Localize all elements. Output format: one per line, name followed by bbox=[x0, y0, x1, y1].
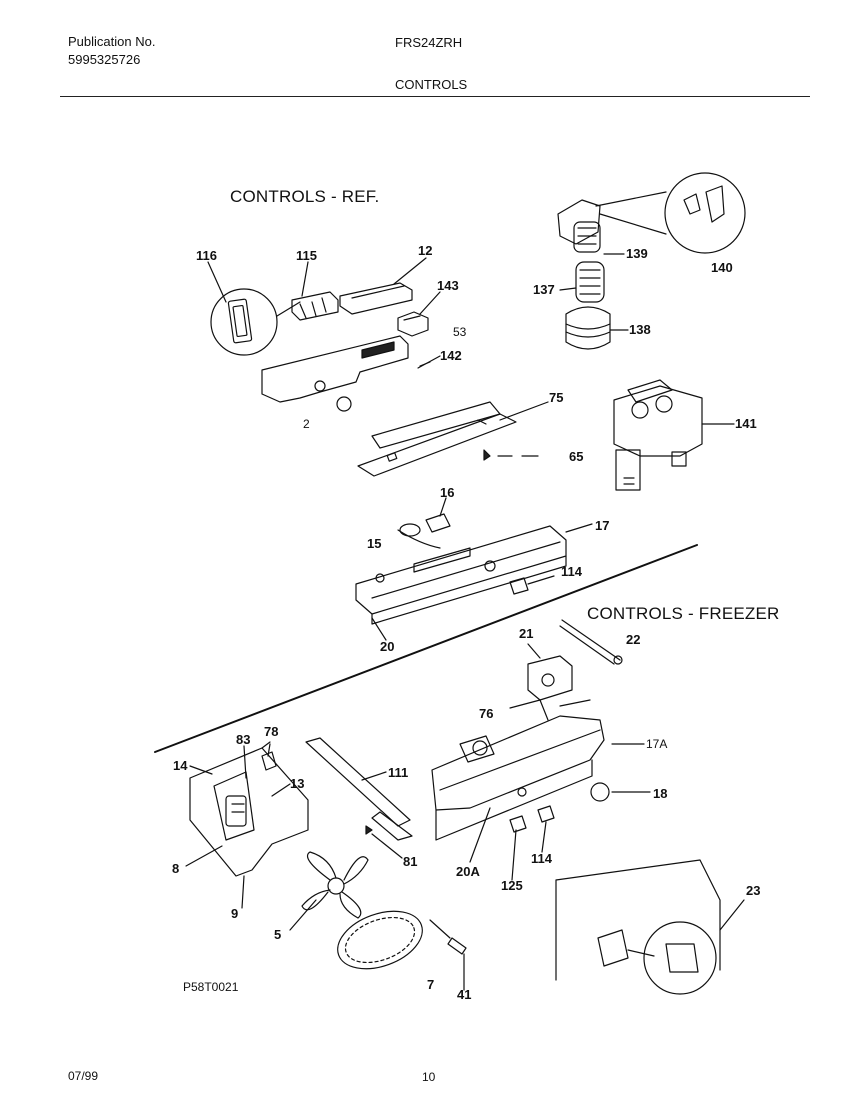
publication-label: Publication No. bbox=[68, 34, 156, 49]
callout-8: 8 bbox=[172, 861, 180, 876]
controls-ref-title: CONTROLS - REF. bbox=[230, 187, 380, 206]
drawing-code: P58T0021 bbox=[183, 980, 239, 994]
callout-141: 141 bbox=[735, 416, 757, 431]
part-12-cover bbox=[340, 283, 412, 314]
callout-125: 125 bbox=[501, 878, 523, 893]
callout-139: 139 bbox=[626, 246, 648, 261]
callout-65: 65 bbox=[569, 449, 584, 464]
callout-20: 20 bbox=[380, 639, 395, 654]
part-114-knob bbox=[510, 576, 554, 594]
callout-21: 21 bbox=[519, 626, 534, 641]
part-140-fitting-detail bbox=[596, 173, 745, 253]
callout-75: 75 bbox=[549, 390, 564, 405]
callout-138: 138 bbox=[629, 322, 651, 337]
part-23-defrost-detail bbox=[556, 860, 720, 994]
part-22-sensor-tube bbox=[560, 620, 622, 664]
part-65-screw bbox=[484, 450, 538, 460]
callout-78: 78 bbox=[264, 724, 279, 739]
part-143-bracket bbox=[398, 312, 428, 336]
callout-18: 18 bbox=[653, 786, 668, 801]
callout-12: 12 bbox=[418, 243, 433, 258]
callout-17: 17 bbox=[595, 518, 610, 533]
section-heading: CONTROLS bbox=[395, 77, 468, 92]
part-17A-freezer-housing bbox=[432, 700, 604, 840]
callout-13: 13 bbox=[290, 776, 305, 791]
part-138-filter-housing bbox=[566, 307, 610, 349]
part-75-bracket bbox=[358, 402, 516, 476]
callout-14: 14 bbox=[173, 758, 188, 773]
callout-76: 76 bbox=[479, 706, 494, 721]
callout-143: 143 bbox=[437, 278, 459, 293]
part-2-housing bbox=[262, 336, 430, 411]
callout-41: 41 bbox=[457, 987, 472, 1002]
part-15-wire bbox=[398, 524, 440, 548]
callout-115: 115 bbox=[296, 248, 317, 263]
part-21-thermostat bbox=[528, 656, 572, 700]
callout-2: 2 bbox=[303, 417, 310, 431]
callout-23: 23 bbox=[746, 883, 761, 898]
callout-142: 142 bbox=[440, 348, 462, 363]
header-rule bbox=[60, 96, 810, 97]
part-17-control-housing bbox=[356, 526, 566, 624]
callout-20A: 20A bbox=[456, 864, 480, 879]
part-18-knob bbox=[591, 783, 609, 801]
callout-114-freezer: 114 bbox=[531, 851, 552, 866]
callout-53: 53 bbox=[453, 325, 467, 339]
callout-17A: 17A bbox=[646, 737, 668, 751]
part-41-screw bbox=[430, 920, 466, 954]
part-114-125-knobs bbox=[510, 806, 554, 832]
callout-9: 9 bbox=[231, 906, 239, 921]
part-81-screw bbox=[366, 826, 372, 834]
callout-22: 22 bbox=[626, 632, 641, 647]
callout-81: 81 bbox=[403, 854, 418, 869]
section-divider bbox=[155, 545, 697, 752]
part-139-filter-head bbox=[558, 200, 600, 252]
part-116-seal-detail bbox=[211, 289, 300, 355]
part-7-fan-motor bbox=[330, 901, 430, 980]
callout-137: 137 bbox=[533, 282, 555, 297]
publication-number: 5995325726 bbox=[68, 52, 141, 67]
callout-7: 7 bbox=[427, 977, 435, 992]
callout-114-ref: 114 bbox=[561, 564, 582, 579]
callout-111: 111 bbox=[388, 765, 409, 780]
model-number: FRS24ZRH bbox=[395, 35, 463, 50]
part-16-lamp bbox=[426, 514, 450, 532]
part-115-control bbox=[292, 292, 338, 320]
controls-freezer-title: CONTROLS - FREEZER bbox=[587, 604, 780, 623]
revision-date: 07/99 bbox=[68, 1069, 99, 1083]
callout-140: 140 bbox=[711, 260, 733, 275]
part-13-bracket bbox=[190, 748, 308, 876]
callout-5: 5 bbox=[274, 927, 282, 942]
part-111-shroud-rod bbox=[306, 738, 412, 840]
callout-116: 116 bbox=[196, 248, 217, 263]
page-number: 10 bbox=[422, 1070, 436, 1084]
part-137-filter-cartridge bbox=[576, 262, 604, 302]
callout-83: 83 bbox=[236, 732, 251, 747]
callout-16: 16 bbox=[440, 485, 455, 500]
part-141-water-valve bbox=[614, 380, 702, 490]
callout-15: 15 bbox=[367, 536, 382, 551]
part-5-fan-blade bbox=[302, 852, 368, 918]
